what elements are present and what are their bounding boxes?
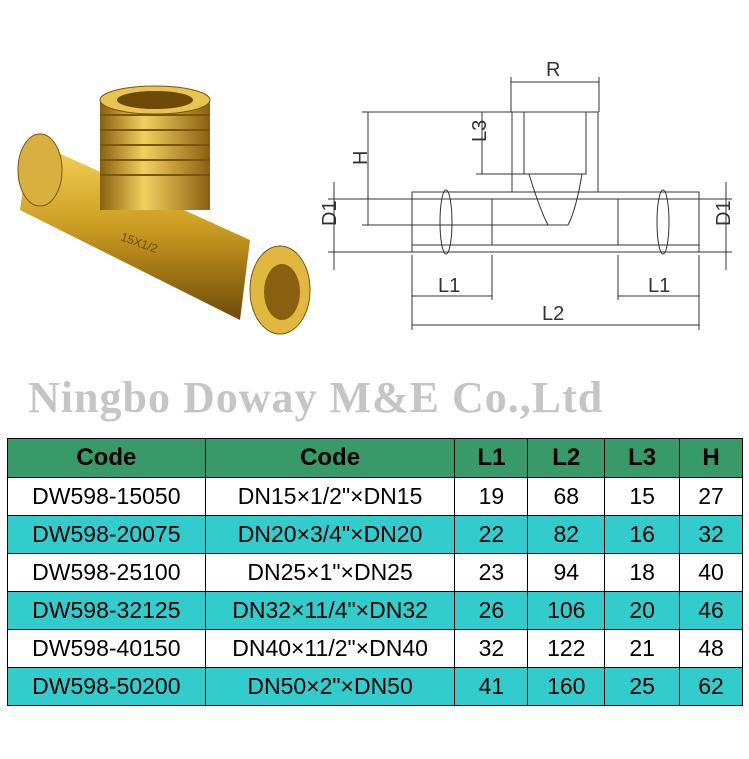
table-cell: 62 bbox=[679, 667, 743, 706]
table-cell: 27 bbox=[679, 477, 743, 516]
table-cell: 41 bbox=[454, 667, 529, 706]
header-code: Code bbox=[7, 438, 206, 478]
table-cell: 15 bbox=[604, 477, 681, 516]
table-cell: DN25×1"×DN25 bbox=[204, 553, 456, 592]
table-cell: 23 bbox=[454, 553, 529, 592]
table-cell: DW598-32125 bbox=[7, 591, 206, 630]
label-d1-right: D1 bbox=[713, 200, 735, 226]
table-cell: 16 bbox=[604, 515, 681, 554]
table-cell: 82 bbox=[527, 515, 606, 554]
header-l2: L2 bbox=[527, 438, 606, 478]
table-cell: DW598-40150 bbox=[7, 629, 206, 668]
table-cell: 94 bbox=[527, 553, 606, 592]
table-cell: DN50×2"×DN50 bbox=[204, 667, 456, 706]
table-cell: 106 bbox=[527, 591, 606, 630]
table-cell: DW598-50200 bbox=[7, 667, 206, 706]
table-cell: DW598-15050 bbox=[7, 477, 206, 516]
label-d1-left: D1 bbox=[319, 200, 341, 226]
label-h: H bbox=[350, 151, 372, 165]
table-cell: 46 bbox=[679, 591, 743, 630]
label-l3: L3 bbox=[469, 120, 491, 142]
table-cell: 122 bbox=[527, 629, 606, 668]
label-l1-right: L1 bbox=[648, 275, 670, 297]
table-cell: DN32×11/4"×DN32 bbox=[204, 591, 456, 630]
table-cell: 20 bbox=[604, 591, 681, 630]
table-cell: 32 bbox=[679, 515, 743, 554]
table-header-row: Code Code L1 L2 L3 H bbox=[7, 438, 743, 478]
table-cell: 48 bbox=[679, 629, 743, 668]
table-cell: DW598-25100 bbox=[7, 553, 206, 592]
table-cell: 32 bbox=[454, 629, 529, 668]
table-cell: 19 bbox=[454, 477, 529, 516]
technical-drawing: R H L3 D1 D1 L1 L1 L2 bbox=[319, 59, 735, 330]
table-cell: 21 bbox=[604, 629, 681, 668]
label-l1-left: L1 bbox=[438, 275, 460, 297]
table-cell: DN20×3/4"×DN20 bbox=[204, 515, 456, 554]
header-h: H bbox=[679, 438, 743, 478]
watermark: Ningbo Doway M&E Co.,Ltd bbox=[28, 373, 604, 422]
header-l1: L1 bbox=[454, 438, 529, 478]
label-r: R bbox=[546, 59, 560, 81]
header-l3: L3 bbox=[604, 438, 681, 478]
table-cell: 160 bbox=[527, 667, 606, 706]
table-cell: 18 bbox=[604, 553, 681, 592]
table-cell: 22 bbox=[454, 515, 529, 554]
table-cell: DN40×11/2"×DN40 bbox=[204, 629, 456, 668]
table-cell: 25 bbox=[604, 667, 681, 706]
table-cell: DW598-20075 bbox=[7, 515, 206, 554]
table-cell: 68 bbox=[527, 477, 606, 516]
header-spec: Code bbox=[204, 438, 456, 478]
brass-tee-photo: 15X1/2 bbox=[17, 85, 311, 335]
table-cell: 40 bbox=[679, 553, 743, 592]
table-cell: 26 bbox=[454, 591, 529, 630]
label-l2: L2 bbox=[542, 303, 564, 325]
table-cell: DN15×1/2"×DN15 bbox=[204, 477, 456, 516]
